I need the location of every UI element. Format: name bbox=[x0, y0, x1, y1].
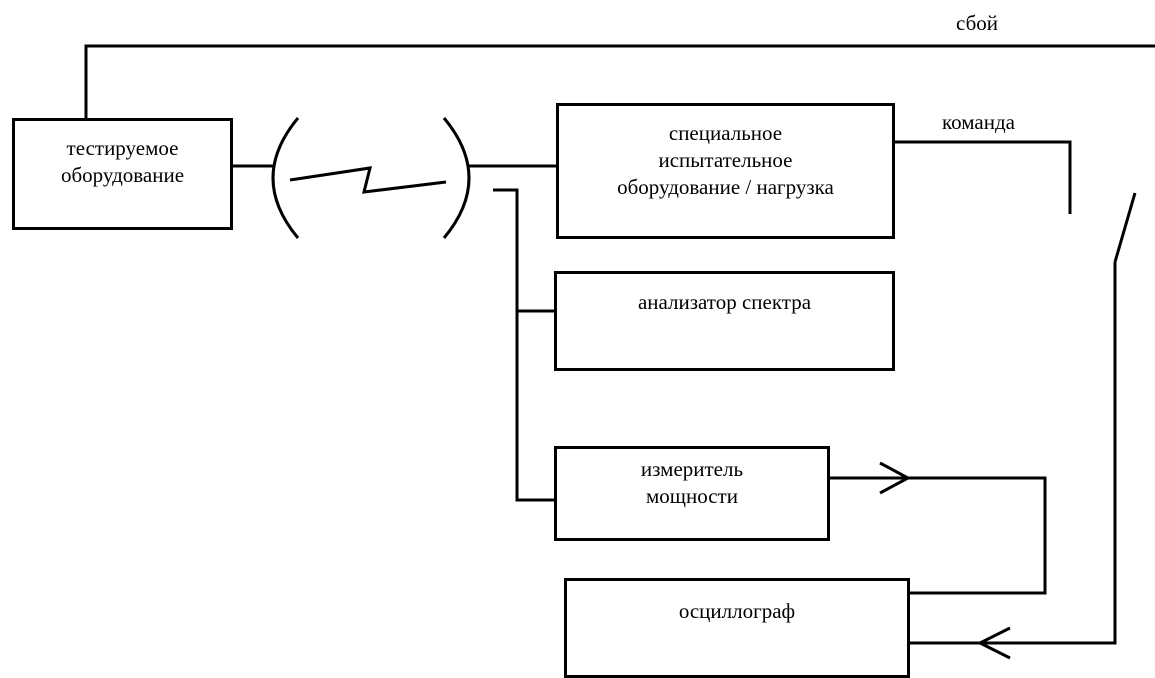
power-meter-label-line1: измеритель bbox=[640, 457, 744, 481]
radio-link-zigzag bbox=[289, 166, 447, 194]
power-meter-block: измеритель мощности bbox=[554, 446, 830, 541]
measurement-bus-line bbox=[493, 188, 555, 502]
fault-label: сбой bbox=[956, 11, 998, 35]
equipment-under-test-label-line2: оборудование bbox=[60, 163, 185, 187]
equipment-under-test-label-line1: тестируемое bbox=[66, 136, 179, 160]
left-bracket bbox=[271, 117, 300, 239]
spectrum-analyzer-block: анализатор спектра bbox=[554, 271, 895, 371]
power-meter-label-line2: мощности bbox=[646, 484, 738, 508]
command-line bbox=[893, 140, 1072, 214]
oscilloscope-input-arrow bbox=[976, 626, 1011, 660]
oscilloscope-label: осциллограф bbox=[678, 599, 796, 623]
special-test-equipment-label-line1: специальное bbox=[668, 121, 783, 145]
switch-return-line bbox=[910, 262, 1117, 645]
power-meter-to-oscilloscope-line bbox=[830, 476, 1047, 595]
special-test-equipment-label-line2: испытательное bbox=[658, 148, 793, 172]
special-test-equipment-label-line3: оборудование / нагрузка bbox=[617, 175, 834, 199]
spectrum-analyzer-label: анализатор спектра bbox=[637, 290, 812, 314]
power-meter-arrow bbox=[879, 461, 912, 495]
fault-line bbox=[84, 44, 1155, 118]
oscilloscope-block: осциллограф bbox=[564, 578, 910, 678]
special-test-equipment-block: специальное испытательное оборудование /… bbox=[556, 103, 895, 239]
right-bracket bbox=[442, 117, 471, 239]
switch-blade bbox=[1113, 192, 1137, 263]
equipment-under-test-block: тестируемое оборудование bbox=[12, 118, 233, 230]
command-label: команда bbox=[942, 110, 1015, 134]
